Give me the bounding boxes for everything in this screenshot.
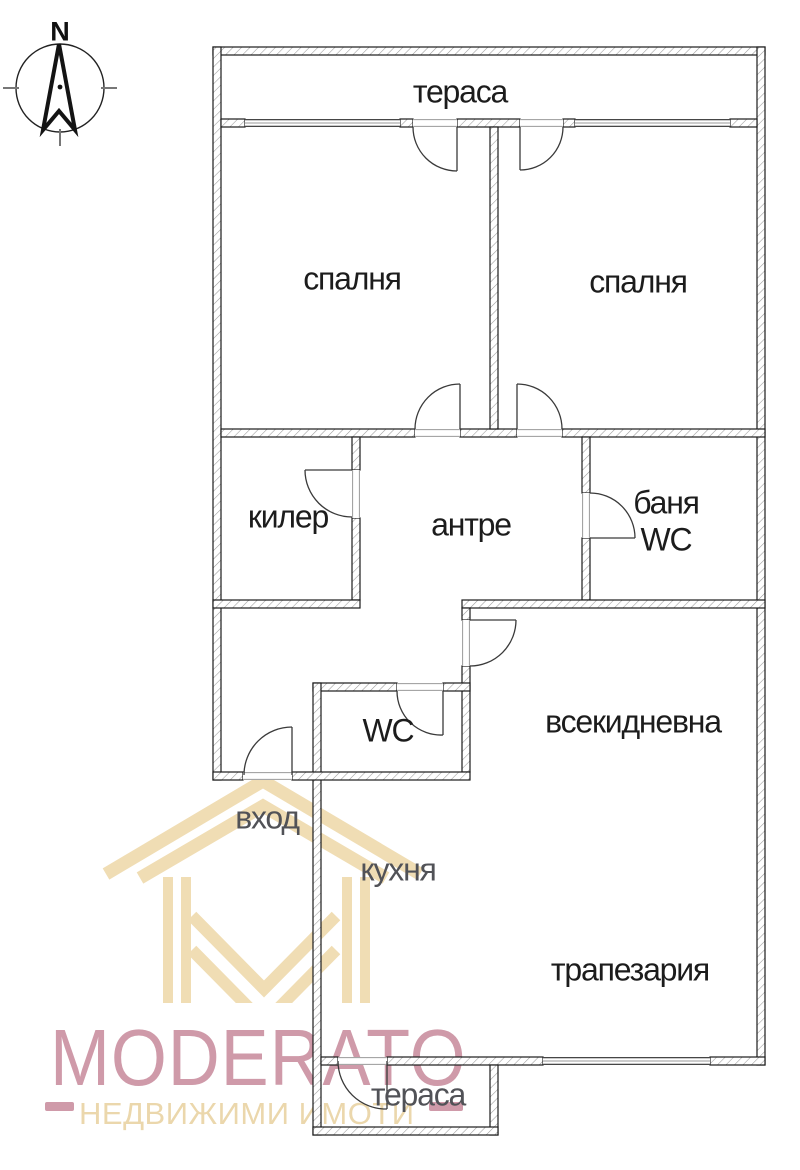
room-label-bathroom: баня [633, 484, 700, 521]
opening-bedroom-left-terrace [413, 119, 457, 127]
watermark-tagline: НЕДВИЖИМИ ИМОТИ [79, 1096, 415, 1131]
room-label-closet: килер [247, 498, 329, 535]
wall-top [212, 46, 766, 56]
opening-bedroom-left-hall [415, 429, 460, 437]
window-terrace-top-right [575, 119, 730, 127]
door-bedroom-right-terrace [519, 126, 564, 171]
door-openings-layer [243, 119, 590, 1065]
door-closet [304, 469, 353, 518]
roof-inner [136, 798, 390, 884]
opening-terrace-bottom [338, 1057, 387, 1065]
windows-layer [245, 119, 730, 1065]
door-bathroom [589, 492, 636, 539]
room-label-kitchen: кухня [360, 851, 437, 888]
house-walls [163, 877, 370, 1003]
compass-center-dot [57, 84, 63, 90]
compass-rose [3, 43, 117, 146]
wall-bedroom-divider [489, 126, 499, 430]
window-dining [543, 1057, 710, 1065]
opening-bedroom-right-hall [517, 429, 562, 437]
room-label-entrance: вход [235, 799, 300, 836]
roof-outer [102, 773, 424, 880]
tagline-dash-left [45, 1102, 74, 1111]
doors-layer [243, 126, 636, 1110]
house-mark [102, 773, 424, 1003]
compass-north-label: N [50, 16, 70, 47]
door-wc [396, 690, 444, 736]
walls-layer [212, 46, 766, 1136]
room-label-terrace-bottom: тераса [370, 1076, 467, 1113]
room-label-hallway: антре [431, 506, 512, 543]
opening-wc [397, 683, 443, 691]
room-label-living-room: всекидневна [545, 703, 722, 740]
opening-bathroom [582, 493, 590, 538]
wall-left [212, 46, 222, 781]
room-label-bedroom-left: спалня [303, 260, 402, 297]
door-bedroom-left-hall [414, 383, 461, 430]
wall-right [756, 46, 766, 1066]
door-bedroom-left-terrace [412, 126, 458, 172]
room-label-toilet: WC [362, 712, 415, 749]
opening-closet [352, 470, 360, 518]
room-label-dining-room: трапезария [550, 951, 710, 988]
opening-entrance [243, 772, 292, 780]
room-label-terrace-top: тераса [412, 73, 509, 110]
opening-bedroom-right-terrace [520, 119, 563, 127]
tagline-dash-right [429, 1102, 463, 1111]
door-entrance [243, 726, 293, 776]
door-bedroom-right-hall [516, 383, 563, 430]
door-terrace-bottom [337, 1060, 388, 1110]
opening-living [462, 620, 470, 666]
window-terrace-top-left [245, 119, 400, 127]
room-label-bedroom-right: спалня [589, 263, 688, 300]
door-living [469, 619, 517, 667]
room-label-bathroom-wc: WC [640, 521, 693, 558]
house-m-mark [187, 911, 341, 1003]
